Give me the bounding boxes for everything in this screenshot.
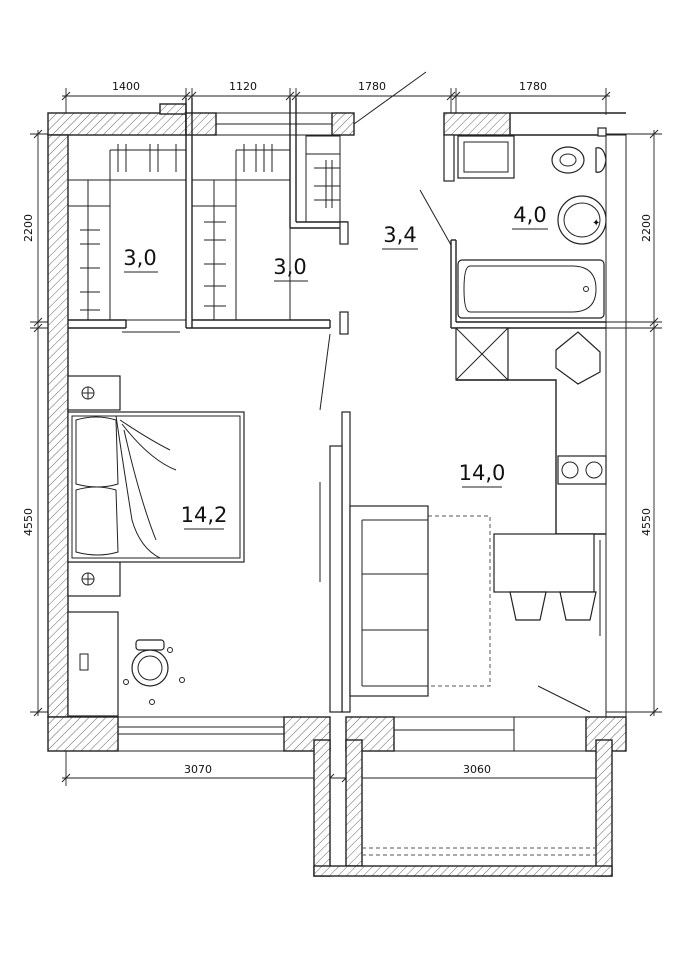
room-area-bedroom: 14,2 [181, 503, 228, 527]
closet-left-shelves [68, 144, 187, 321]
dim-top-1: 1400 [112, 80, 140, 93]
dim-bottom-1: 3070 [184, 763, 212, 776]
sofa [349, 505, 491, 697]
dim-right-1: 2200 [640, 214, 653, 242]
dim-right-2: 4550 [640, 508, 653, 536]
dimension-lines [30, 88, 662, 786]
desk-and-chair [67, 611, 185, 717]
dim-left-1: 2200 [22, 214, 35, 242]
dim-top-4: 1780 [519, 80, 547, 93]
dim-left-2: 4550 [22, 508, 35, 536]
bed [67, 375, 245, 597]
room-area-closet-left: 3,0 [123, 246, 156, 270]
hallway-shelves [305, 135, 341, 223]
room-area-closet-middle: 3,0 [273, 255, 306, 279]
walls [47, 71, 627, 877]
room-area-bathroom: 4,0 [513, 203, 546, 227]
room-area-hallway: 3,4 [383, 223, 416, 247]
closet-middle-shelves [192, 144, 291, 321]
kitchen-fixtures [455, 327, 607, 636]
dim-top-2: 1120 [229, 80, 257, 93]
dim-bottom-2: 3060 [463, 763, 491, 776]
svg-text:✦: ✦ [592, 218, 600, 229]
dim-top-3: 1780 [358, 80, 386, 93]
bathroom-fixtures: ✦ [457, 135, 607, 319]
room-area-kitchen-living: 14,0 [459, 461, 506, 485]
